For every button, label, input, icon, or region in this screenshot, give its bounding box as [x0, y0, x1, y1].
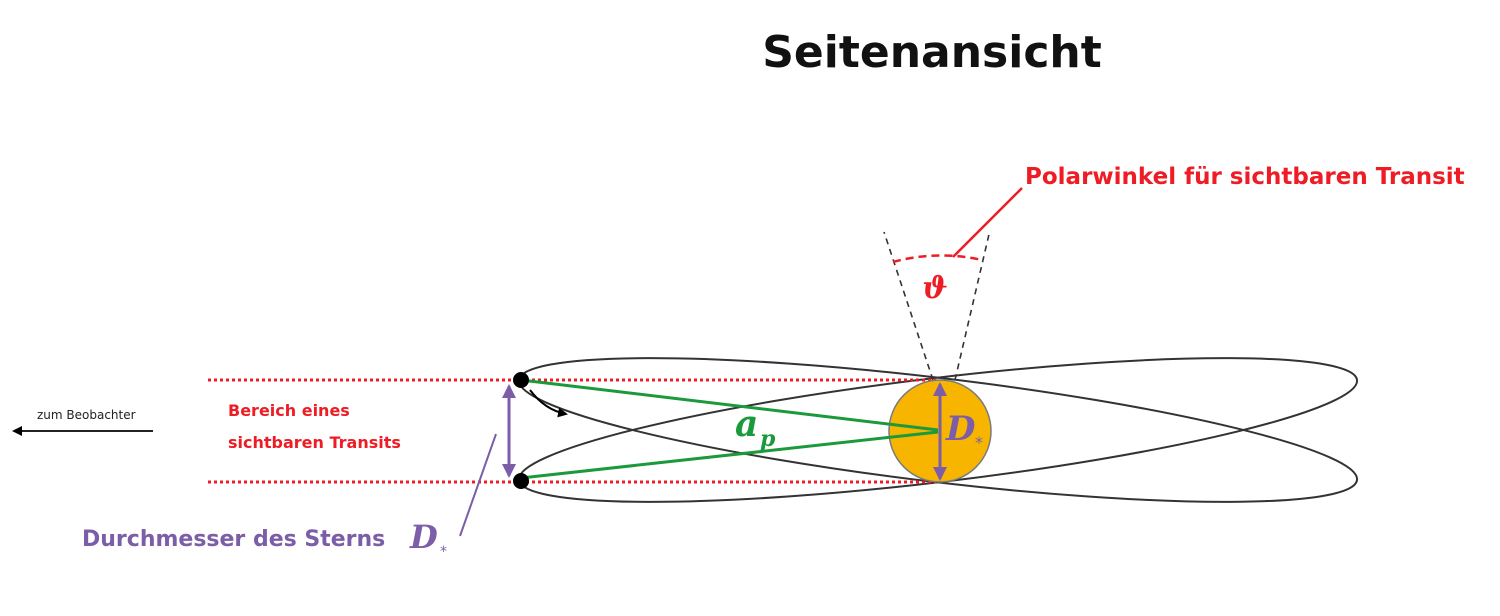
- cone-line-right: [954, 229, 991, 381]
- diameter-label: Durchmesser des Sterns: [82, 527, 385, 552]
- theta-symbol: ϑ: [922, 271, 947, 306]
- cone-line-left: [883, 231, 934, 381]
- observer-label: zum Beobachter: [37, 408, 136, 422]
- polar-angle-label: Polarwinkel für sichtbaren Transit: [1025, 164, 1465, 190]
- semi-major-subscript: p: [760, 426, 776, 452]
- polar-angle-pointer: [952, 187, 1023, 258]
- diameter-pointer: [459, 433, 497, 537]
- diameter-label-symbol: D: [409, 518, 438, 556]
- semi-major-line-top: [520, 378, 939, 432]
- transit-region-label-line2: sichtbaren Transits: [228, 433, 401, 452]
- page-title: Seitenansicht: [762, 27, 1102, 78]
- orbit-direction-arrow: [529, 389, 568, 418]
- transit-region-label-line1: Bereich eines: [228, 401, 350, 420]
- diameter-label-subscript: *: [440, 544, 447, 560]
- planet-bottom: [513, 473, 529, 489]
- semi-major-line-bottom: [520, 430, 939, 480]
- planet-top: [513, 372, 529, 388]
- star-diameter-subscript: *: [975, 433, 983, 452]
- polar-angle-arc: [892, 254, 983, 264]
- star-diameter-symbol: D: [945, 409, 976, 449]
- semi-major-symbol: a: [735, 403, 758, 445]
